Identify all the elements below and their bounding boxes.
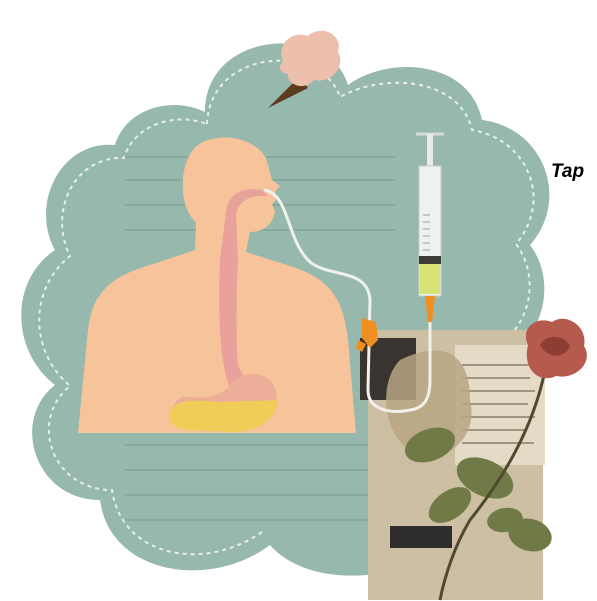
caption-text: Tap — [551, 161, 584, 183]
plunger-seal — [419, 256, 441, 264]
dark-label — [390, 526, 452, 548]
dried-rose-icon — [526, 319, 587, 379]
fluid — [420, 264, 440, 294]
plunger-rod — [427, 134, 433, 166]
vintage-paper-collage — [360, 319, 587, 600]
